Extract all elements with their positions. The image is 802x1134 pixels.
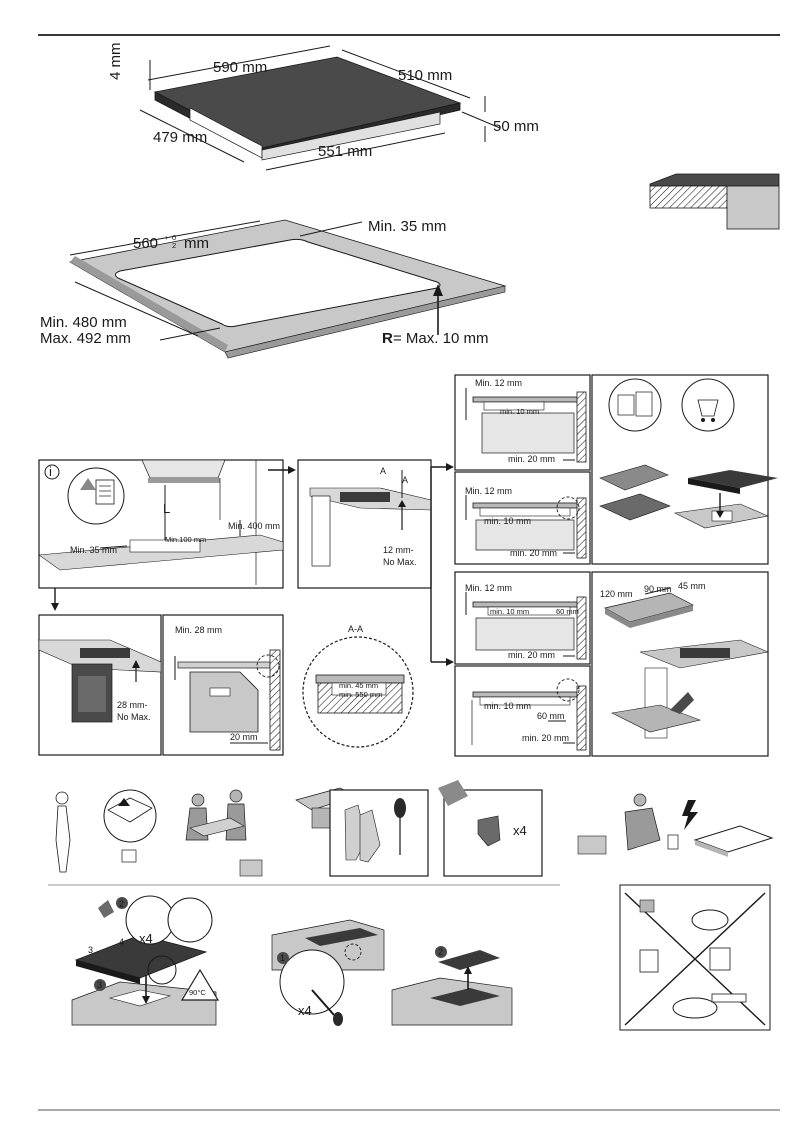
- ventilation-drawing: [604, 587, 770, 739]
- cutout-depth-max-label: Max. 492 mm: [40, 330, 131, 347]
- install-panel-1-drawing: [465, 388, 587, 463]
- remove-clips-count-label: x4: [298, 1003, 312, 1018]
- vent-90mm-label: 90 mm: [644, 584, 672, 594]
- no-extension-cord-drawing: [624, 892, 766, 1026]
- install-panel-2-drawing: [465, 495, 587, 559]
- oven-min28-label: Min. 28 mm: [175, 625, 222, 635]
- countertop-12mm-line2: No Max.: [383, 557, 417, 567]
- vent-120mm-label: 120 mm: [600, 589, 633, 599]
- fit-corner-4-label: 4: [119, 937, 124, 947]
- section-letter-a-left: A: [380, 466, 386, 476]
- panel2-min12-label: Min. 12 mm: [465, 486, 512, 496]
- oven-28mm-line2: No Max.: [117, 712, 151, 722]
- section-min45-label: min. 45 mm: [339, 681, 378, 690]
- assembly-drawing: [599, 378, 778, 529]
- fit-hob-illustration: [71, 895, 220, 1026]
- cutout-min-edge-label: Min. 35 mm: [368, 218, 446, 235]
- hob-bottom-width-label: 551 mm: [318, 143, 372, 160]
- remove-step-1-number: 1: [280, 953, 285, 963]
- wall-min100-label: Min.100 mm: [165, 535, 206, 544]
- hob-thickness-label: 4 mm: [107, 43, 124, 81]
- panel3-min12-label: Min. 12 mm: [465, 583, 512, 593]
- clips-count-label: x4: [513, 823, 527, 838]
- panel4-60mm-label: 60 mm: [537, 711, 565, 721]
- hood-distance-letter: L: [163, 501, 170, 516]
- oven-28mm-line1: 28 mm-: [117, 700, 148, 710]
- cutout-depth-min-label: Min. 480 mm: [40, 314, 127, 331]
- cutout-tolerance-plus: +: [164, 233, 169, 242]
- panel3-60mm-label: 60 mm: [556, 607, 579, 616]
- hob-depth-label: 510 mm: [398, 67, 452, 84]
- hob-bottom-depth-label: 479 mm: [153, 129, 207, 146]
- hob-dimension-drawing: [139, 45, 501, 171]
- panel1-min20-label: min. 20 mm: [508, 454, 555, 464]
- panel3-min10-label: min. 10 mm: [490, 607, 529, 616]
- section-aa-title: A-A: [348, 624, 363, 634]
- install-panel-4: [454, 665, 591, 757]
- countertop-section-drawing: [309, 470, 432, 567]
- fit-corner-3-label: 3: [88, 945, 93, 955]
- cutout-width-unit: mm: [184, 235, 209, 252]
- section-aa-drawing: [315, 674, 405, 714]
- cutout-radius-letter: R: [382, 330, 393, 347]
- countertop-edge-detail: [649, 173, 780, 230]
- remove-hob-illustration: [271, 919, 513, 1026]
- install-panel-4-drawing: [471, 678, 587, 751]
- vent-45mm-label: 45 mm: [678, 581, 706, 591]
- cutout-width-value: 560: [133, 235, 158, 252]
- fit-clips-count-label: x4: [139, 931, 153, 946]
- oven-section-drawing: [174, 649, 281, 751]
- hood-min400-label: Min. 400 mm: [228, 521, 280, 531]
- oven-20mm-label: 20 mm: [230, 732, 258, 742]
- read-manual-illustration: [55, 789, 157, 873]
- temperature-warning-label: 90°C: [189, 988, 206, 997]
- section-letter-a-right: A: [402, 475, 408, 485]
- cutout-tolerance-upper: 0: [172, 233, 176, 242]
- kitchen-overview-drawing: [38, 459, 284, 585]
- panel3-min20-label: min. 20 mm: [508, 650, 555, 660]
- remove-step-2-number: 2: [438, 947, 443, 957]
- panel1-min10-label: min. 10 mm: [500, 407, 539, 416]
- panel1-min12-label: Min. 12 mm: [475, 378, 522, 388]
- countertop-12mm-line1: 12 mm-: [383, 545, 414, 555]
- branch-arrows: [51, 463, 454, 666]
- hob-height-label: 50 mm: [493, 118, 539, 135]
- cutout-drawing: [68, 219, 507, 359]
- two-installers-illustration: [185, 789, 263, 877]
- fit-step-2-number: 2: [119, 899, 124, 909]
- cutout-tolerance-lower: 2: [172, 241, 176, 250]
- section-min550-label: min. 550 mm: [339, 690, 382, 699]
- electrician-illustration: [577, 793, 774, 857]
- tools-illustration: [295, 780, 543, 877]
- oven-under-hob-drawing: [38, 639, 162, 723]
- panel2-min20-label: min. 20 mm: [510, 548, 557, 558]
- panel4-min20-label: min. 20 mm: [522, 733, 569, 743]
- hob-width-label: 590 mm: [213, 59, 267, 76]
- panel4-min10-label: min. 10 mm: [484, 701, 531, 711]
- info-icon: i: [49, 464, 52, 479]
- side-min35-label: Min. 35 mm: [70, 545, 117, 555]
- cutout-radius-label: = Max. 10 mm: [393, 330, 488, 347]
- panel2-min10-label: min. 10 mm: [484, 516, 531, 526]
- install-panel-3-drawing: [465, 592, 587, 660]
- fit-step-3-number: 3: [97, 980, 102, 990]
